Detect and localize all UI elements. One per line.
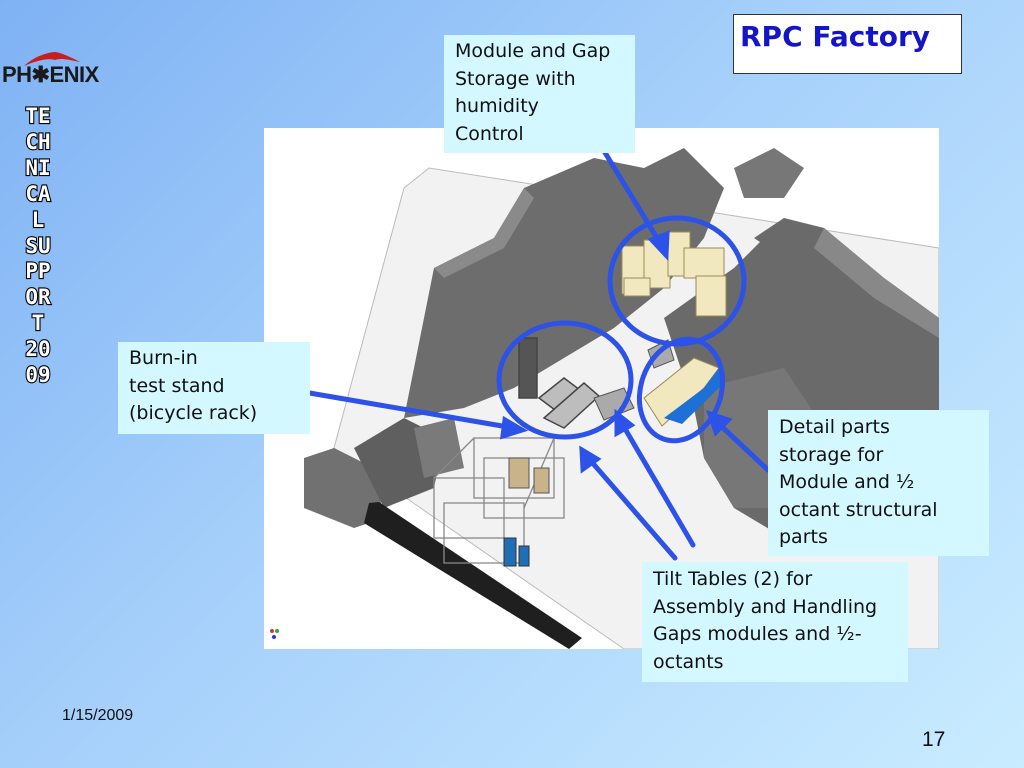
- title-box: RPC Factory: [733, 14, 962, 74]
- logo-swoosh-icon: [24, 52, 80, 66]
- detail-parts-circle: [636, 336, 726, 444]
- slide-title: RPC Factory: [740, 20, 931, 53]
- logo-text: PH✱ENIX: [2, 62, 99, 87]
- vertical-title: TECHNICAL SUPPORT 2009: [24, 103, 57, 388]
- callout-module-storage: Module and Gap Storage with humidity Con…: [444, 35, 635, 153]
- phenix-logo: PH✱ENIX: [2, 50, 99, 88]
- callout-tilt-tables: Tilt Tables (2) for Assembly and Handlin…: [642, 562, 908, 682]
- burn-in-circle: [496, 320, 634, 440]
- callout-detail-parts: Detail parts storage for Module and ½ oc…: [768, 410, 989, 556]
- page-number: 17: [922, 728, 946, 751]
- axis-glyph-icon: [270, 629, 279, 639]
- callout-burn-in: Burn-in test stand (bicycle rack): [118, 342, 310, 434]
- module-storage-circle: [607, 215, 747, 347]
- slide-date: 1/15/2009: [62, 707, 134, 724]
